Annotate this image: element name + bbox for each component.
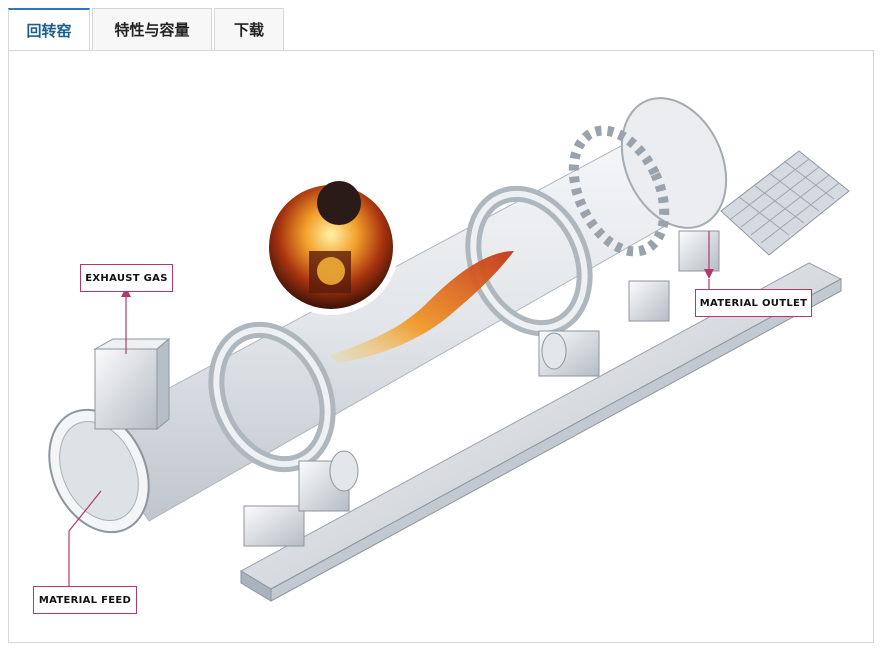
base-frame: [239, 262, 843, 602]
outlet-grating: [720, 150, 850, 256]
tab-features-capacity[interactable]: 特性与容量: [92, 8, 212, 50]
tab-panel: EXHAUST GAS MATERIAL OUTLET MATERIAL FEE…: [8, 50, 874, 643]
arrow-down-icon: [704, 269, 714, 279]
exhaust-gas-label: EXHAUST GAS: [80, 264, 173, 292]
material-outlet-label: MATERIAL OUTLET: [695, 289, 812, 317]
tab-downloads[interactable]: 下载: [214, 8, 284, 50]
material-feed-label: MATERIAL FEED: [33, 586, 137, 614]
feed-leader-line: [68, 490, 102, 586]
arrow-up-icon: [121, 287, 131, 297]
leader-lines: [68, 231, 714, 586]
kiln-flame: [329, 251, 514, 363]
girth-gear: [568, 125, 670, 257]
feed-end: [48, 337, 171, 534]
tab-rotary-kiln[interactable]: 回转窑: [8, 8, 90, 51]
tab-bar: 回转窑 特性与容量 下载: [8, 8, 286, 51]
rotary-kiln-diagram: [48, 97, 850, 602]
support-rollers: [243, 230, 720, 547]
burner-inset: [263, 179, 399, 315]
